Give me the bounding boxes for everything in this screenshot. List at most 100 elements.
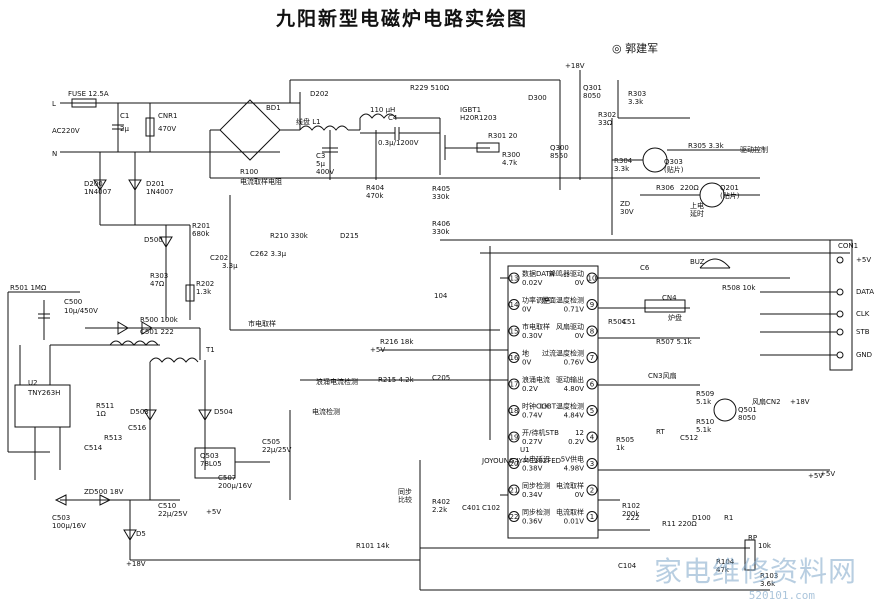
page-title: 九阳新型电磁炉电路实绘图 [276, 8, 529, 30]
label-c507: C507 [218, 474, 236, 482]
ic-pin-voltage: 4.80V [564, 385, 585, 393]
label-c401: C401 [462, 504, 480, 512]
label-r300: R300 [502, 151, 520, 159]
label-d200v: 1N4007 [84, 188, 112, 196]
ic-pin-voltage: 0.36V [522, 518, 543, 526]
label-c202: C202 [210, 254, 228, 262]
label-p5vc: +5V [820, 470, 835, 478]
label-vdet: 浪涌电流检测 [316, 377, 358, 386]
ic-pin-function: 浪涌电流 [522, 375, 550, 384]
ic-pin-function: 时钟CLK [522, 402, 550, 411]
ic-pin-function: IGBT温度检测 [539, 402, 584, 411]
label-c205: C205 [432, 374, 450, 382]
label-d215: D215 [340, 232, 359, 240]
ic-pin-number: 1 [590, 513, 594, 521]
ic-pin-number: 18 [510, 407, 519, 415]
label-q300: Q300 [550, 144, 569, 152]
ic-pin-right [586, 299, 598, 310]
ic-pin-function: 12 [575, 429, 584, 437]
label-r501: R501 1MΩ [10, 284, 47, 292]
ic-pin-voltage: 0.34V [522, 491, 543, 499]
label-r513: R513 [104, 434, 122, 442]
label-rp10k: 10k [758, 542, 772, 550]
ic-pin-function: 地 [522, 349, 529, 358]
ic-name: U1 [520, 446, 530, 454]
label-q503: Q503 [200, 452, 219, 460]
label-q301v: 8050 [583, 92, 601, 100]
ic-part: JOYOUNG JYMC102FED [481, 457, 561, 465]
ic-pin-voltage: 0.27V [522, 438, 543, 446]
label-q501v: 8050 [738, 414, 756, 422]
ic-pin-right [586, 484, 598, 496]
ic-pin-number: 10 [588, 275, 597, 283]
ic-pin-left [508, 458, 520, 469]
label-drive: 驱动控制 [740, 145, 768, 154]
label-idet: 电流检测 [312, 407, 340, 416]
label-r511v: 1Ω [96, 410, 106, 418]
label-c51: C51 [622, 318, 636, 326]
label-q503v: 78L05 [200, 460, 222, 468]
label-r302: R302 [598, 111, 616, 119]
ic-pin-number: 3 [590, 460, 594, 468]
label-r303v: 3.3k [628, 98, 644, 106]
label-r510: R510 [696, 418, 714, 426]
label-r101: R101 14k [356, 542, 390, 550]
label-c262: C262 3.3μ [250, 250, 287, 258]
label-r104: R104 [716, 558, 735, 566]
label-c500: C500 [64, 298, 82, 306]
ic-pin-labels: 13数据DATA0.02V14功率调整0V15市电取样0.30V16地0V17浪… [508, 269, 598, 526]
label-t1: T1 [205, 346, 215, 354]
connector-pin-label: STB [856, 328, 870, 336]
label-d201v: 1N4007 [146, 188, 174, 196]
label-q201: Q201 [720, 184, 739, 192]
label-c507v: 200μ/16V [218, 482, 252, 490]
ic-pin-number: 17 [510, 381, 519, 389]
label-r305: R305 3.3k [688, 142, 725, 150]
ic-pin-number: 7 [590, 354, 594, 362]
ic-pin-left [508, 299, 520, 310]
ic-pin-number: 2 [590, 487, 594, 495]
label-r507: R507 5.1k [656, 338, 693, 346]
ic-pin-right [586, 272, 598, 284]
ic-pin-function: 电流取样 [556, 508, 584, 517]
ic-pin-left [508, 352, 520, 363]
label-q301: Q301 [583, 84, 602, 92]
label-d300: D300 [528, 94, 547, 102]
ic-pin-left [508, 405, 520, 416]
label-r302v: 33Ω [598, 119, 613, 127]
ic-pin-right [586, 352, 598, 363]
label-r201: R201 [192, 222, 210, 230]
label-cn4: CN4 [662, 294, 677, 302]
ic-pin-number: 5 [590, 407, 594, 415]
ic-pin-right [586, 405, 598, 416]
label-buz: BUZ [690, 258, 705, 266]
ic-pin-function: 同步检测 [522, 508, 550, 517]
label-fuse: FUSE 12.5A [68, 90, 109, 98]
ic-pin-right [586, 378, 598, 390]
label-r304: R304 [614, 157, 633, 165]
label-r104v: 47k [716, 566, 730, 574]
ic-pin-voltage: 0V [575, 279, 584, 287]
label-r100: R100 [240, 168, 258, 176]
ic-pin-left [508, 484, 520, 496]
label-c104: 104 [434, 292, 448, 300]
ic-pin-voltage: 0.38V [522, 465, 543, 473]
label-rp: RP [748, 534, 757, 542]
label-volt: 市电取样 [248, 319, 276, 328]
label-r215: R215 4.2k [378, 376, 415, 384]
label-r504: R504 [608, 318, 627, 326]
label-r306: R306 [656, 184, 675, 192]
ic-pin-right [586, 325, 598, 337]
label-l110: 110 μH [370, 106, 395, 114]
label-r11: R11 220Ω [662, 520, 697, 528]
label-p5vb: +5V [370, 346, 385, 354]
ic-pin-voltage: 4.84V [564, 412, 585, 420]
label-d201: D201 [146, 180, 165, 188]
label-c516: C516 [128, 424, 147, 432]
ic-pin-voltage: 0.2V [522, 385, 538, 393]
label-cnr1: CNR1 [158, 112, 177, 120]
label-cnr1v: 470V [158, 125, 176, 133]
ic-pin-left [508, 378, 520, 390]
label-r216: R216 18k [380, 338, 414, 346]
